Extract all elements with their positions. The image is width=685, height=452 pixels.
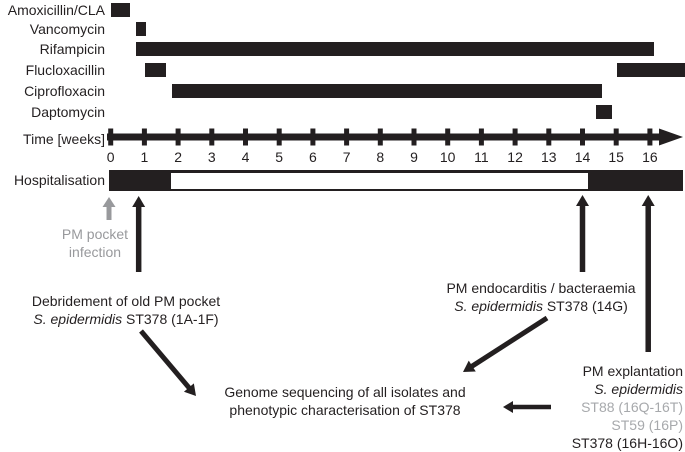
- bar-daptomycin: [595, 105, 613, 119]
- week-tick-label-15: 15: [608, 149, 624, 165]
- bar-ciprofloxacin: [172, 83, 603, 98]
- week-tick-label-10: 10: [439, 149, 456, 165]
- week-tick-label-6: 6: [308, 149, 317, 165]
- week-tick-label-8: 8: [376, 149, 385, 165]
- row-label-ciprofloxacin: Ciprofloxacin: [24, 82, 105, 99]
- row-label-vancomycin: Vancomycin: [29, 21, 105, 37]
- week-tick-label-13: 13: [541, 149, 557, 165]
- week-tick-label-12: 12: [507, 149, 523, 165]
- debridement-note: Debridement of old PM pocket S. epidermi…: [6, 292, 246, 328]
- genome-sequencing-note: Genome sequencing of all isolates and ph…: [195, 383, 495, 419]
- debridement-strain: ST378 (1A-1F): [122, 311, 219, 327]
- bar-vancomycin: [135, 22, 147, 36]
- row-label-flucloxacillin: Flucloxacillin: [25, 61, 105, 78]
- row-label-rifampicin: Rifampicin: [39, 40, 105, 57]
- debridement-note-line2: S. epidermidis ST378 (1A-1F): [6, 310, 246, 328]
- endocarditis-note-line2: S. epidermidis ST378 (14G): [421, 297, 661, 315]
- explantation-st88: ST88 (16Q-16T): [581, 399, 683, 415]
- week-tick-label-9: 9: [410, 149, 418, 165]
- bar-amoxicillin-cla: [110, 2, 130, 17]
- pm-pocket-note-line1: PM pocket: [61, 226, 129, 242]
- week-tick-label-2: 2: [174, 149, 182, 165]
- genome-note-line1: Genome sequencing of all isolates and: [224, 384, 466, 400]
- debridement-note-line1: Debridement of old PM pocket: [31, 293, 221, 309]
- endocarditis-note-line1: PM endocarditis / bacteraemia: [446, 280, 636, 296]
- genome-note-line2: phenotypic characterisation of ST378: [229, 402, 461, 418]
- explantation-note: PM explantation S. epidermidis ST88 (16Q…: [473, 362, 683, 452]
- week-tick-label-4: 4: [241, 149, 250, 165]
- explantation-st59: ST59 (16P): [611, 417, 683, 433]
- week-tick-label-0: 0: [106, 149, 115, 165]
- endocarditis-note: PM endocarditis / bacteraemia S. epiderm…: [421, 279, 661, 315]
- endocarditis-strain: ST378 (14G): [542, 298, 628, 314]
- debridement-species-italic: S. epidermidis: [33, 311, 123, 327]
- bar-rifampicin: [135, 41, 654, 56]
- week-tick-label-5: 5: [275, 149, 284, 165]
- explantation-note-line1: PM explantation: [582, 363, 683, 379]
- week-tick-label-7: 7: [342, 149, 351, 165]
- bar-flucloxacillin: [145, 62, 166, 77]
- row-label-amoxicillin-cla: Amoxicillin/CLA: [7, 1, 105, 18]
- explantation-species-italic: S. epidermidis: [594, 381, 683, 397]
- pm-pocket-infection-note: PM pocket infection: [40, 225, 150, 261]
- time-axis-label: Time [weeks]: [23, 131, 105, 147]
- week-tick-label-14: 14: [574, 149, 591, 165]
- hospitalisation-label: Hospitalisation: [13, 172, 105, 188]
- bar-flucloxacillin: [616, 62, 685, 77]
- week-tick-label-16: 16: [642, 149, 658, 165]
- week-tick-label-3: 3: [207, 149, 216, 165]
- row-label-daptomycin: Daptomycin: [31, 104, 105, 120]
- week-tick-label-1: 1: [140, 149, 149, 165]
- pm-pocket-note-line2: infection: [68, 244, 122, 260]
- explantation-st378: ST378 (16H-16O): [571, 435, 683, 451]
- week-tick-label-11: 11: [474, 149, 489, 165]
- hospitalisation-bar-home-period: [170, 172, 588, 189]
- endocarditis-species-italic: S. epidermidis: [454, 298, 543, 314]
